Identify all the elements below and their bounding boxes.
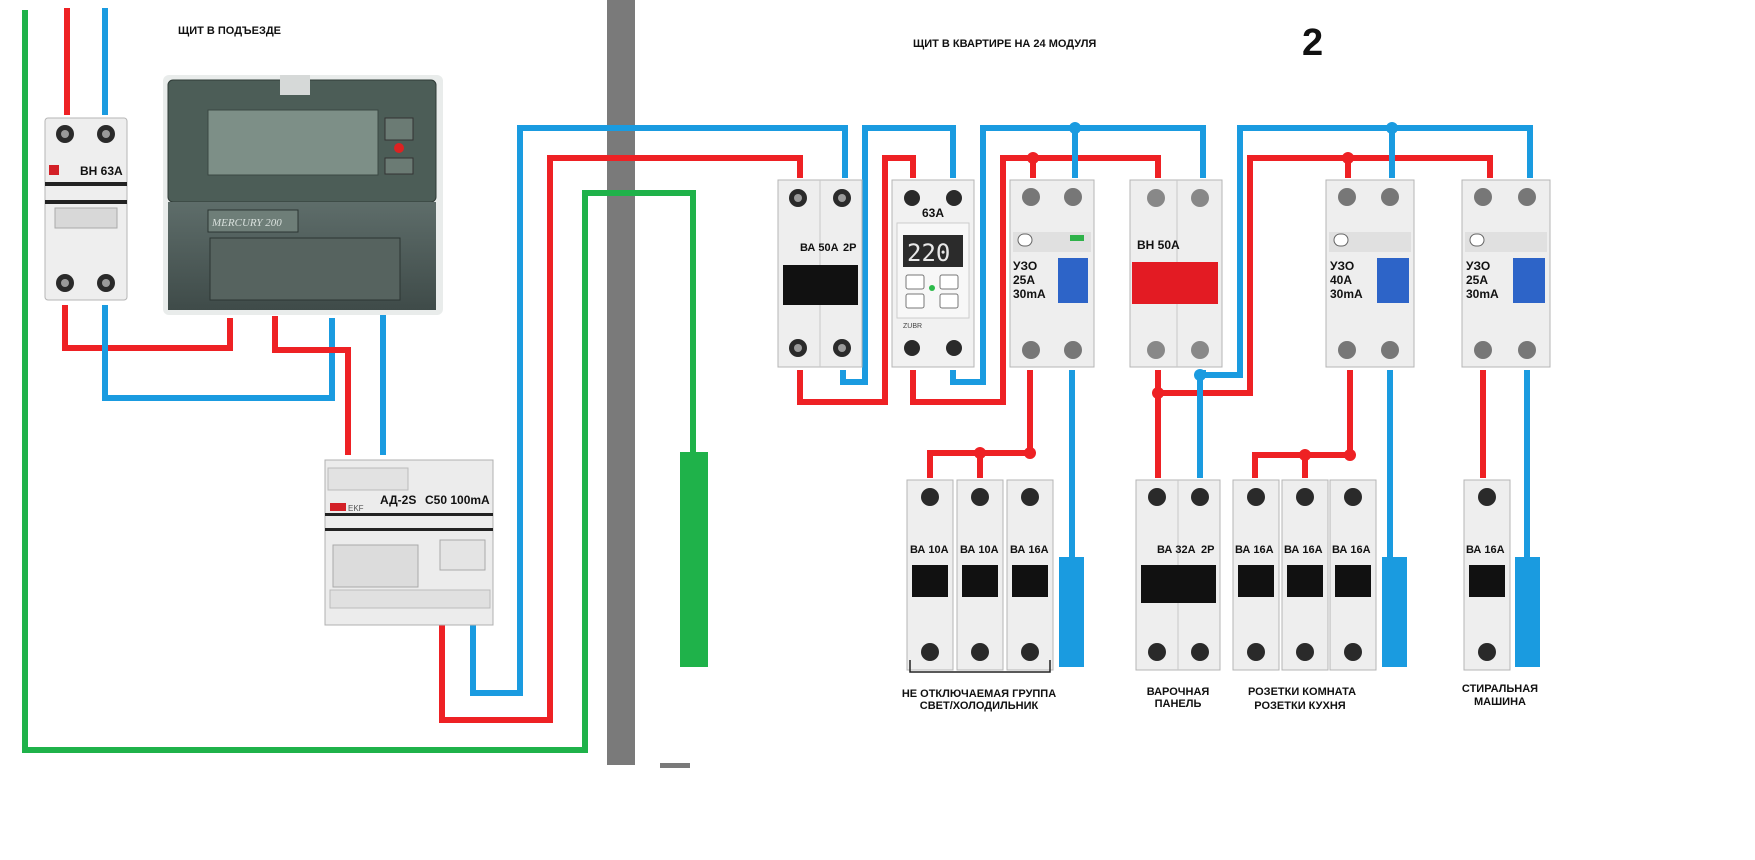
rcd-1: УЗО 25А 30mA — [1009, 179, 1095, 368]
group2-label-line1: ВАРОЧНАЯ — [1147, 686, 1210, 698]
rcd3-line2: 25А — [1466, 273, 1488, 287]
meter-brand: MERCURY 200 — [211, 217, 282, 229]
breaker-7: ВА 16А — [1329, 479, 1377, 671]
rcd1-line1: УЗО — [1013, 259, 1037, 273]
rcd3-line3: 30mA — [1466, 287, 1499, 301]
breaker-6-label: ВА 16А — [1284, 544, 1323, 556]
breaker-3: ВА 16А — [1006, 479, 1054, 671]
variant-number: 2 — [1302, 22, 1323, 64]
breaker-1: ВА 10А — [906, 479, 954, 671]
breaker-4-poles: 2P — [1201, 544, 1214, 556]
neutral-clamp-2 — [1382, 557, 1407, 667]
voltage-relay: 63А 220 ZUBR — [891, 179, 975, 368]
group3-label-line2: РОЗЕТКИ КУХНЯ — [1254, 700, 1345, 712]
breaker-5: ВА 16А — [1232, 479, 1280, 671]
relay-brand: ZUBR — [903, 323, 922, 330]
breaker-2-label: ВА 10А — [960, 544, 999, 556]
phase-wire-relay-out — [910, 155, 1161, 405]
rcbo-device: EKF АД-2S C50 100mA — [324, 459, 494, 626]
relay-rating: 63А — [922, 206, 944, 220]
apartment-panel-title: ЩИТ В КВАРТИРЕ НА 24 МОДУЛЯ — [913, 38, 1096, 50]
rcd-2: УЗО 40А 30mA — [1325, 179, 1415, 368]
group3-label-line1: РОЗЕТКИ КОМНАТА — [1248, 686, 1356, 698]
main-switch-label: ВН 63А — [80, 164, 123, 178]
breaker-8-label: ВА 16А — [1466, 544, 1505, 556]
ground-wire-main — [22, 10, 696, 753]
rcd2-line2: 40А — [1330, 273, 1352, 287]
rcd1-line2: 25А — [1013, 273, 1035, 287]
phase-wire-riser — [439, 155, 803, 723]
phase-wire-va-relay — [797, 155, 916, 405]
load-switch: ВН 50А — [1129, 179, 1223, 368]
junction-dots — [974, 122, 1398, 461]
phase-wire-meter-rcbo — [272, 316, 351, 455]
input-breaker-rating: ВА 50А — [800, 242, 839, 254]
ground-clamp — [680, 452, 708, 667]
breaker-8: ВА 16А — [1463, 479, 1511, 671]
breaker-7-label: ВА 16А — [1332, 544, 1371, 556]
group4-label-line1: СТИРАЛЬНАЯ — [1462, 683, 1538, 695]
rcbo-rating: C50 100mA — [425, 493, 490, 507]
breaker-1-label: ВА 10А — [910, 544, 949, 556]
breaker-4: ВА 32А 2P — [1135, 479, 1221, 671]
group4-label-line2: МАШИНА — [1474, 696, 1526, 708]
neutral-clamp-1 — [1059, 557, 1084, 667]
breaker-6: ВА 16А — [1281, 479, 1329, 671]
neutral-wire-va-relay — [840, 125, 956, 385]
relay-display: 220 — [907, 239, 950, 267]
entrance-panel-title: ЩИТ В ПОДЪЕЗДЕ — [178, 25, 281, 37]
rcd-3: УЗО 25А 30mA — [1461, 179, 1551, 368]
input-breaker-poles: 2P — [843, 242, 856, 254]
neutral-wire-riser — [470, 125, 848, 696]
rcbo-model: АД-2S — [380, 493, 416, 507]
input-breaker: ВА 50А 2P — [777, 179, 863, 368]
breaker-4-label: ВА 32А — [1157, 544, 1196, 556]
rcd1-line3: 30mA — [1013, 287, 1046, 301]
group1-label-line2: СВЕТ/ХОЛОДИЛЬНИК — [920, 700, 1039, 712]
breaker-5-label: ВА 16А — [1235, 544, 1274, 556]
neutral-clamp-3 — [1515, 557, 1540, 667]
phase-wire-switch-meter — [62, 305, 233, 351]
rcd2-line1: УЗО — [1330, 259, 1354, 273]
rcd3-line1: УЗО — [1466, 259, 1490, 273]
group1-bracket — [909, 660, 1051, 673]
load-switch-label: ВН 50А — [1137, 238, 1180, 252]
group2-label-line2: ПАНЕЛЬ — [1155, 698, 1202, 710]
rcd2-line3: 30mA — [1330, 287, 1363, 301]
panel-divider — [607, 0, 635, 765]
neutral-wire-relay-out — [950, 125, 1206, 385]
divider-foot — [660, 763, 690, 768]
breaker-3-label: ВА 16А — [1010, 544, 1049, 556]
group1-label-line1: НЕ ОТКЛЮЧАЕМАЯ ГРУППА — [902, 688, 1056, 700]
main-switch: ВН 63А — [44, 117, 128, 301]
rcbo-brand: EKF — [348, 504, 364, 513]
energy-meter: MERCURY 200 — [163, 75, 443, 315]
breaker-2: ВА 10А — [956, 479, 1004, 671]
neutral-wire-switch-meter — [102, 305, 335, 401]
